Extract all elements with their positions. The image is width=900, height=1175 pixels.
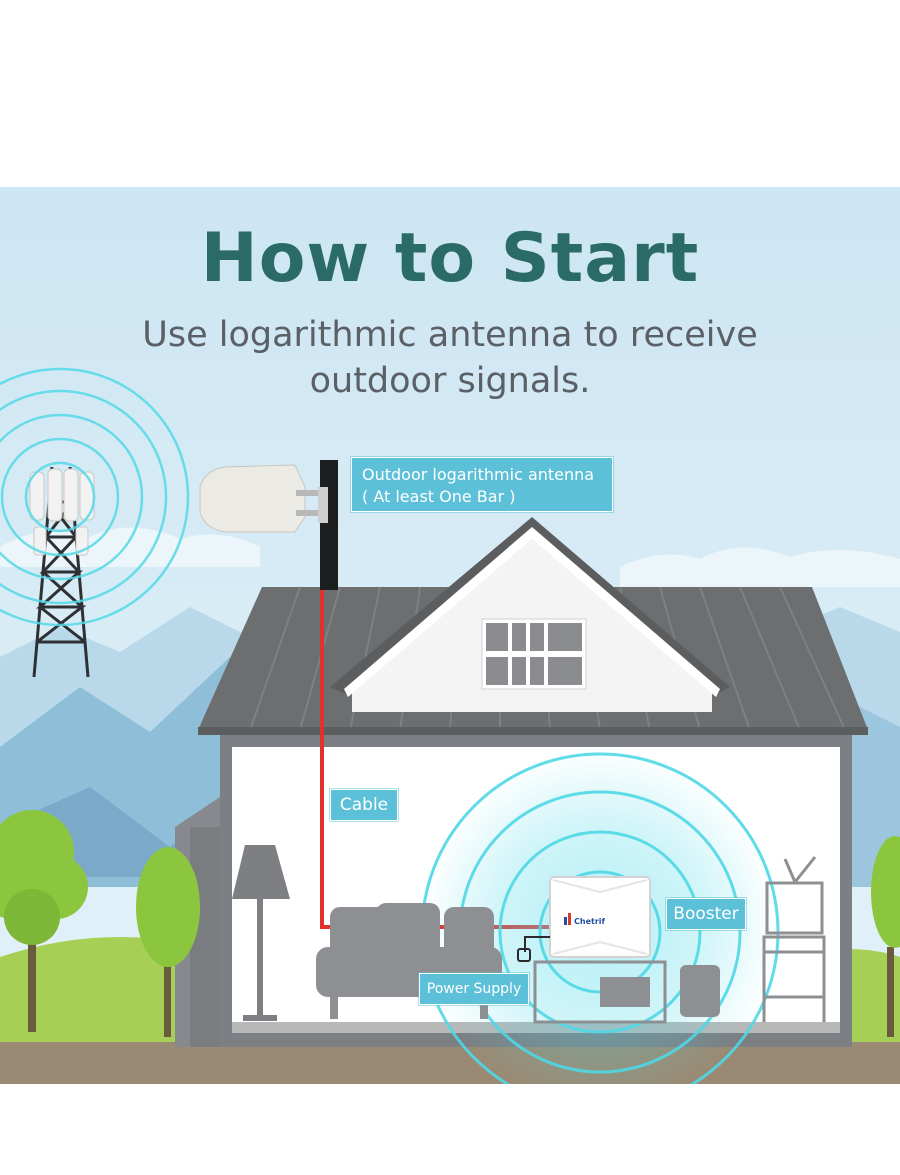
tower-panels [29, 468, 95, 556]
outdoor-antenna-label-note: ( At least One Bar ) [362, 487, 516, 506]
tower-signal-rings [0, 367, 190, 627]
outdoor-antenna-label-title: Outdoor logarithmic antenna [362, 465, 595, 484]
installation-scene: Chetrif [0, 187, 900, 1084]
tv-cabinet-icon [533, 960, 720, 1024]
tv-icon [762, 856, 826, 1022]
power-cord [524, 936, 550, 952]
booster-label: Booster [666, 898, 746, 930]
tree-icon [871, 836, 900, 1037]
power-supply-label: Power Supply [419, 973, 529, 1005]
outdoor-antenna-label: Outdoor logarithmic antenna ( At least O… [351, 457, 613, 512]
cable-label: Cable [330, 789, 398, 821]
log-periodic-antenna-icon [199, 460, 338, 590]
attic-window [481, 618, 587, 690]
booster-brand-text: Chetrif [574, 917, 606, 926]
signal-booster-icon: Chetrif [549, 876, 651, 958]
tree-icon [0, 810, 88, 1032]
page-title: How to Start [200, 219, 700, 298]
page-subtitle: Use logarithmic antenna to receive outdo… [142, 315, 758, 401]
ground [0, 1042, 900, 1084]
tree-icon [136, 847, 200, 1037]
floor-lamp-icon [232, 845, 290, 1021]
